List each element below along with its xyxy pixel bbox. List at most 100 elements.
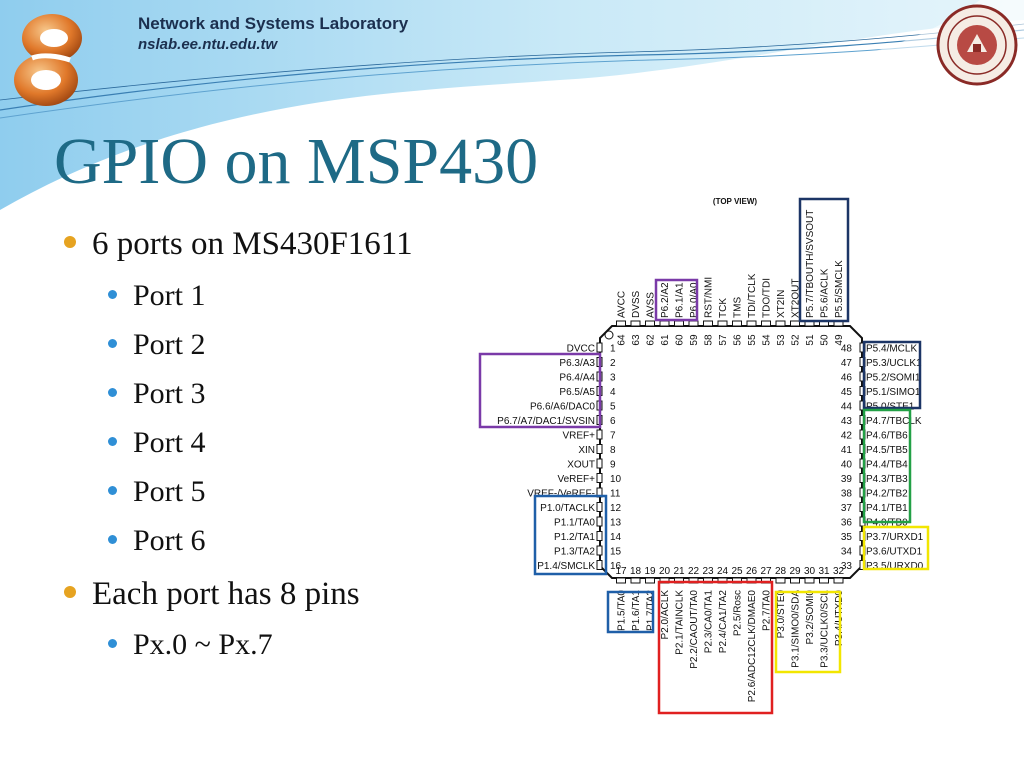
pin-label: VREF+ [562,431,595,442]
pin-label: TMS [733,297,744,318]
pin-lead [616,577,626,584]
pin-lead [596,458,603,469]
pin-lead [746,320,757,327]
sub-bullet-item: Port 3 [108,377,206,411]
pin-number: 8 [610,445,616,456]
pin-label: P5.2/SOMI1 [866,373,921,384]
pin-number: 38 [841,489,853,500]
pin-number: 14 [610,532,622,543]
bullet-dot-icon [108,485,117,495]
port3-right-highlight [862,525,930,571]
pin-number: 49 [834,334,845,346]
pin-number: 55 [747,334,758,346]
port3-bottom-highlight [774,590,842,674]
pin-number: 58 [704,334,715,346]
bullet-dot-icon [108,638,117,648]
pin-label: AVSS [646,292,657,318]
pin-number: 64 [617,334,628,346]
pin-number: 27 [760,566,772,577]
bullet-dot-icon [108,534,117,544]
pin-lead [596,531,603,541]
header-background [0,0,1024,210]
bullet-dot-icon [108,338,117,348]
bullet-item: 6 ports on MS430F1611 [64,226,413,263]
sub-bullet-item: Port 2 [108,328,206,362]
pin-label: XIN [578,445,595,456]
pin-number: 62 [646,334,657,346]
nslab-infinity-logo-icon [14,14,82,106]
pin-number: 20 [659,566,671,577]
pin-lead [717,320,728,327]
sub-bullet-item: Port 1 [108,279,206,313]
pin-lead [596,545,603,556]
pin-label: P1.3/TA2 [554,547,595,558]
pin-label: P2.7/TA0 [762,590,773,631]
pin-label: DVCC [567,344,595,355]
pin-label: P4.3/TB3 [866,474,908,485]
bullet-dot-icon [64,236,76,249]
pin-label: P6.0/A0 [689,282,700,318]
pin-lead [596,429,603,440]
pin-number: 21 [673,566,685,577]
pin-lead [819,577,829,584]
pin-label: DVSS [631,290,642,318]
pin-lead [630,577,641,584]
pin-label: P5.3/UCLK1 [866,358,922,369]
pin-lead [790,320,800,327]
pin-number: 25 [731,566,743,577]
pin-label: P3.6/UTXD1 [866,547,923,558]
pin-label: RST/NMI [704,277,715,318]
pin-label: P2.4/CA1/TA2 [718,590,729,654]
pin-number: 28 [775,566,787,577]
pin-number: 60 [675,334,686,346]
pin-label: P3.2/SOMI0 [805,590,816,645]
pin-number: 19 [644,566,656,577]
pin-number: 3 [610,373,616,384]
pin-number: 32 [833,566,845,577]
pin-label: TDI/TCLK [747,273,758,318]
pin-label: P3.5/URXD0 [866,561,924,572]
pin-lead [645,577,655,584]
pin-lead [645,320,655,327]
pin-number: 51 [805,334,816,346]
pin-label: XT2OUT [791,279,802,318]
pin-label: P6.3/A3 [559,358,595,369]
pin-label: P5.5/SMCLK [834,260,845,318]
pin-number: 36 [841,518,853,529]
port6-left-highlight [478,352,602,429]
bullet-dot-icon [108,387,117,397]
pin-number: 54 [762,334,773,346]
pin-lead [732,320,742,327]
pin-label: P1.2/TA1 [554,532,595,543]
sub-bullet-item: Port 6 [108,524,206,558]
lab-name: Network and Systems Laboratory [138,14,409,33]
bullet-dot-icon [64,586,76,599]
sub-bullet-item: Port 5 [108,475,206,509]
pin-label: P1.1/TA0 [554,518,595,529]
pin-label: P5.1/SIMO1 [866,387,921,398]
port1-left-highlight [533,494,608,576]
pin-label: P2.5/Rosc [733,590,744,636]
pin-number: 56 [733,334,744,346]
pin-number: 6 [610,416,616,427]
pin-number: 39 [841,474,853,485]
port4-right-highlight [862,408,912,524]
bullet-dot-icon [108,289,117,299]
pin-number: 22 [688,566,700,577]
pin-number: 43 [841,416,853,427]
pin-number: 10 [610,474,622,485]
pin-number: 59 [689,334,700,346]
pin-number: 17 [615,566,627,577]
pin-label: P2.6/ADC12CLK/DMAE0 [747,590,758,703]
pin-number: 30 [804,566,816,577]
pin-label: P2.1/TAINCLK [675,590,686,655]
pin-label: XT2IN [776,290,787,318]
pin-number: 15 [610,547,622,558]
pin-label: P2.2/CAOUT/TA0 [689,590,700,669]
pin-number: 50 [820,334,831,346]
pin-number: 53 [776,334,787,346]
pin-label: P6.7/A7/DAC1/SVSIN [497,416,595,427]
pin-label: P1.0/TACLK [540,503,595,514]
port5-top-highlight [798,197,850,323]
